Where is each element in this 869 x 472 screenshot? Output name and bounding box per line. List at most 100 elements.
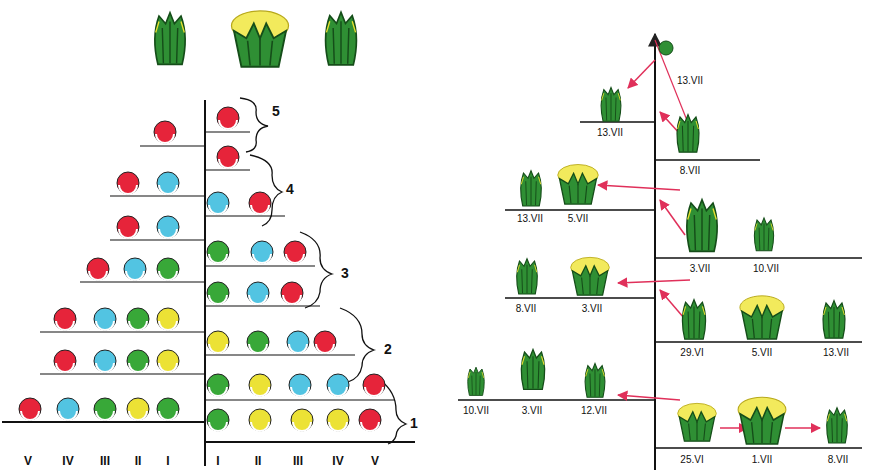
seed-circle (57, 398, 79, 420)
position-numeral: II (134, 455, 143, 468)
date-label: 5.VII (567, 213, 590, 224)
circle-highlight (21, 411, 39, 420)
circle-highlight (209, 205, 227, 214)
group-number: 4 (285, 182, 295, 197)
seed-circle (327, 409, 349, 431)
circle-highlight (96, 363, 114, 372)
seed-circle (94, 350, 116, 372)
seed-circle (117, 172, 139, 194)
circle-highlight (129, 411, 147, 420)
circle-highlight (209, 344, 227, 353)
circle-highlight (159, 363, 177, 372)
date-label: 12.VII (580, 405, 608, 416)
circle-highlight (365, 387, 383, 396)
seed-circle (19, 398, 41, 420)
circle-highlight (283, 295, 301, 304)
seed-circle (363, 374, 385, 396)
date-label: 25.VI (679, 454, 704, 465)
seed-circle (207, 241, 229, 263)
seed-circle (54, 308, 76, 330)
circle-highlight (291, 387, 309, 396)
position-numeral: I (165, 455, 170, 468)
date-label: 29.VI (679, 347, 704, 358)
circle-highlight (56, 321, 74, 330)
seed-circle (127, 308, 149, 330)
seed-circle (249, 374, 271, 396)
seed-circle (157, 172, 179, 194)
group-number: 5 (271, 104, 281, 119)
seed-circle (359, 409, 381, 431)
circle-highlight (316, 344, 334, 353)
seed-circle (289, 374, 311, 396)
seed-circle (117, 216, 139, 238)
circle-highlight (251, 387, 269, 396)
seed-circle (54, 350, 76, 372)
seed-circle (157, 308, 179, 330)
position-numeral: II (254, 455, 263, 468)
circle-highlight (159, 411, 177, 420)
circle-highlight (253, 254, 271, 263)
circle-highlight (129, 363, 147, 372)
seed-circle (284, 241, 306, 263)
position-numeral: III (292, 455, 304, 468)
circle-highlight (56, 363, 74, 372)
circle-highlight (209, 295, 227, 304)
position-numeral: V (23, 455, 33, 468)
seed-circle (249, 409, 271, 431)
circle-highlight (286, 254, 304, 263)
seed-circle (207, 374, 229, 396)
seed-circle (217, 146, 239, 168)
seed-circle (327, 374, 349, 396)
seed-circle (127, 350, 149, 372)
seed-circle (157, 216, 179, 238)
seed-circle (207, 331, 229, 353)
seed-circle (287, 331, 309, 353)
circle-highlight (119, 185, 137, 194)
position-numeral: IV (331, 455, 344, 468)
circle-highlight (219, 120, 237, 129)
position-numeral: III (99, 455, 111, 468)
date-label: 13.VII (822, 347, 850, 358)
seed-circle (207, 282, 229, 304)
seed-circle (217, 107, 239, 129)
date-label: 8.VII (679, 165, 702, 176)
circle-highlight (249, 295, 267, 304)
circle-highlight (96, 321, 114, 330)
circle-highlight (251, 205, 269, 214)
circle-highlight (289, 344, 307, 353)
seed-circle (127, 398, 149, 420)
circle-highlight (293, 422, 311, 431)
date-label: 5.VII (751, 347, 774, 358)
seed-circle (207, 409, 229, 431)
seed-circle (281, 282, 303, 304)
circle-highlight (251, 422, 269, 431)
date-label: 3.VII (581, 303, 604, 314)
circle-highlight (159, 229, 177, 238)
circle-highlight (209, 422, 227, 431)
seed-circle (249, 192, 271, 214)
circle-highlight (361, 422, 379, 431)
seed-circle (87, 258, 109, 280)
position-numeral: V (370, 455, 380, 468)
group-number: 3 (340, 266, 350, 281)
seed-circle (207, 192, 229, 214)
seed-circle (124, 258, 146, 280)
group-number: 1 (409, 416, 419, 431)
date-label: 3.VII (521, 405, 544, 416)
date-label: 8.VII (515, 303, 538, 314)
position-numeral: I (215, 455, 220, 468)
date-label: 13.VII (676, 75, 704, 86)
seed-circle (247, 331, 269, 353)
seed-circle (314, 331, 336, 353)
date-label: 13.VII (596, 127, 624, 138)
circle-highlight (159, 271, 177, 280)
circle-highlight (59, 411, 77, 420)
circle-highlight (96, 411, 114, 420)
circle-highlight (209, 387, 227, 396)
seed-circle (291, 409, 313, 431)
seed-circle (154, 121, 176, 143)
date-label: 13.VII (516, 213, 544, 224)
circle-highlight (156, 134, 174, 143)
seed-circle (157, 398, 179, 420)
